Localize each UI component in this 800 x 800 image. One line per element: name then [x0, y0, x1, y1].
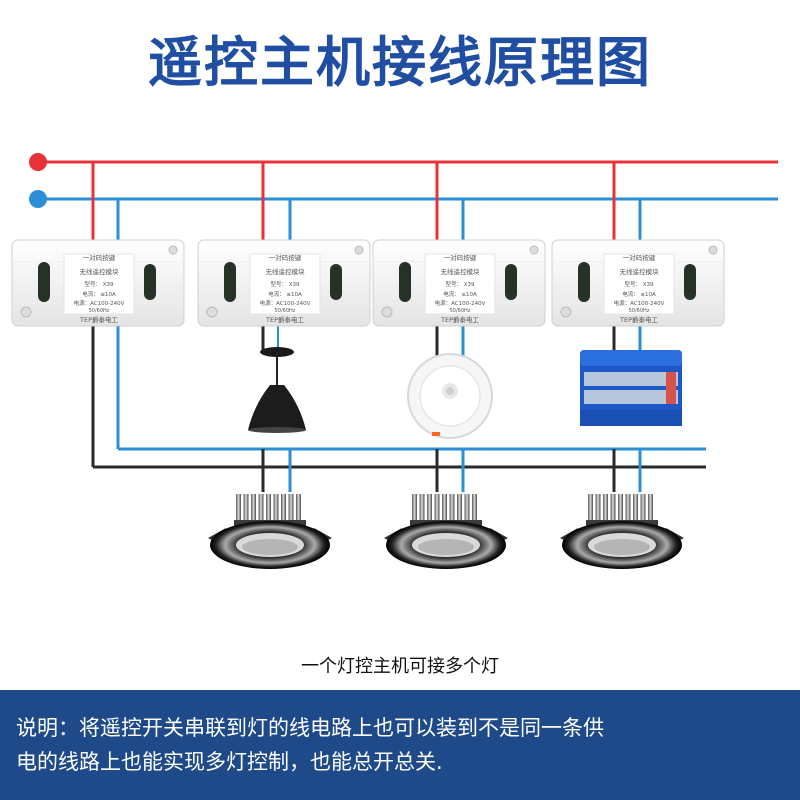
- module-current: 电流： ≤10A: [443, 290, 477, 298]
- downlight-2: [384, 494, 508, 569]
- module-header: 一对码按键: [623, 253, 656, 262]
- module-brand: TEP爵泰电工: [265, 315, 304, 324]
- footer-line-2: 电的线路上也能实现多灯控制，也能总开总关.: [16, 750, 443, 774]
- module-header: 一对码按键: [444, 253, 477, 262]
- module-name: 无线遥控模块: [80, 267, 120, 276]
- module-voltage: 电源：AC100-240V: [74, 299, 125, 307]
- footer-line-1: 说明：将遥控开关串联到灯的线电路上也可以装到不是同一条供: [16, 716, 604, 740]
- module-model: 型号： X39: [624, 280, 654, 288]
- module-model: 型号： X39: [270, 280, 300, 288]
- module-feed-wires: [91, 162, 642, 240]
- diagram-title: 遥控主机接线原理图: [148, 31, 652, 94]
- module-brand: TEP爵泰电工: [619, 315, 658, 324]
- led-driver: [580, 350, 682, 426]
- module-freq: 50/60Hz: [629, 308, 650, 314]
- module-name: 无线遥控模块: [441, 267, 481, 276]
- module-name: 无线遥控模块: [620, 267, 660, 276]
- module-freq: 50/60Hz: [450, 308, 471, 314]
- neutral-terminal-icon: [29, 190, 47, 208]
- caption: 一个灯控主机可接多个灯: [301, 656, 499, 677]
- pendant-lamp: [248, 347, 306, 433]
- module-voltage: 电源：AC100-240V: [260, 299, 311, 307]
- module-model: 型号： X39: [84, 280, 114, 288]
- module-model: 型号： X39: [445, 280, 475, 288]
- load-bus-wires: [91, 326, 706, 492]
- footer-note: 说明：将遥控开关串联到灯的线电路上也可以装到不是同一条供 电的线路上也能实现多灯…: [0, 690, 800, 800]
- module-voltage: 电源：AC100-240V: [614, 299, 665, 307]
- module-brand: TEP爵泰电工: [440, 315, 479, 324]
- ceiling-light: [407, 353, 493, 439]
- module-current: 电流： ≤10A: [622, 290, 656, 298]
- module-current: 电流： ≤10A: [268, 290, 302, 298]
- module-brand: TEP爵泰电工: [79, 315, 118, 324]
- downlight-1: [208, 494, 332, 569]
- module-name: 无线遥控模块: [266, 267, 306, 276]
- live-terminal-icon: [29, 153, 47, 171]
- module-freq: 50/60Hz: [275, 308, 296, 314]
- module-freq: 50/60Hz: [89, 308, 110, 314]
- module-header: 一对码按键: [269, 253, 302, 262]
- module-header: 一对码按键: [83, 253, 116, 262]
- module-voltage: 电源：AC100-240V: [435, 299, 486, 307]
- downlight-3: [560, 494, 684, 569]
- module-current: 电流： ≤10A: [82, 290, 116, 298]
